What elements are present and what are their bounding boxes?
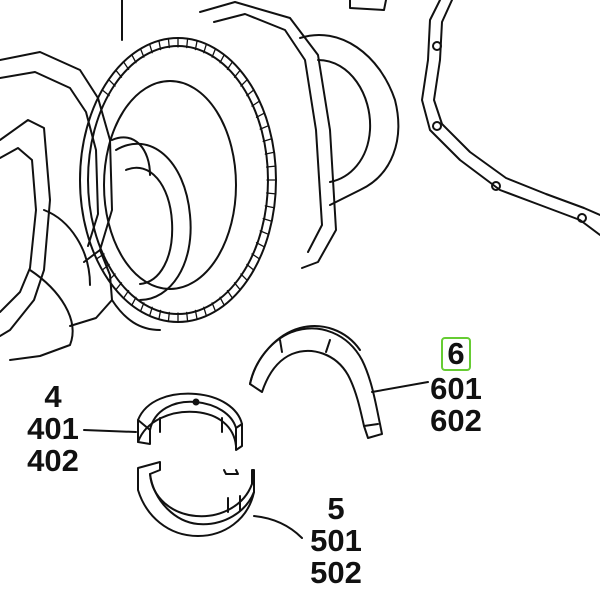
gear-tooth [131,296,137,306]
gear-tooth [246,263,255,271]
gear-tooth [122,61,130,71]
gear-tooth [233,282,241,291]
gear-tooth [194,40,198,51]
leader-line-4 [83,429,137,433]
gear-tooth [167,38,170,49]
callout-5-sub-1: 501 [310,523,362,558]
gear-tooth [211,48,217,58]
callout-part-6[interactable]: 6 601 602 [422,337,490,437]
gear-tooth [251,100,261,107]
gear-teeth [95,37,277,323]
callout-4-sub-1: 401 [27,411,79,446]
callout-part-5: 5 501 502 [300,493,372,589]
leader-line-6 [371,381,429,393]
gasket-hole [491,181,501,191]
callout-5-main: 5 [327,491,345,526]
gasket [349,0,600,236]
gear-tooth [167,311,170,322]
gear-tooth [262,138,273,143]
gear-tooth [115,69,123,78]
gear-tooth [122,289,130,299]
gasket-hole [432,121,442,131]
gear-tooth [101,263,110,271]
gear-tooth [139,48,145,58]
gear-tooth [262,217,273,222]
gear-tooth [219,296,225,306]
thrust-washer-6 [249,325,383,439]
gasket-hole [577,213,587,223]
callout-4-main: 4 [44,379,62,414]
gear-tooth [148,306,153,317]
gear-tooth [259,230,270,235]
gear-tooth [101,89,110,97]
gear-tooth [139,302,145,312]
gear-tooth [255,242,266,248]
bearing-shell-4 [137,392,243,451]
gear-tooth [240,78,248,87]
gasket-hole [432,41,442,51]
gear-tooth [186,311,189,322]
callout-4-sub-2: 402 [27,443,79,478]
gear-tooth [158,40,162,51]
crankshaft [0,0,400,361]
gear-tooth [115,282,123,291]
callout-6-main[interactable]: 6 [441,337,471,371]
gear-tooth [203,306,208,317]
callout-6-sub-2: 602 [430,403,482,438]
gear-tooth [186,38,189,49]
gear-tooth [240,273,248,282]
leader-line-5 [253,515,303,539]
gear-tooth [219,54,225,64]
gear-tooth [264,205,275,209]
leader-lines [83,381,429,539]
gear-tooth [265,192,277,195]
gear-tooth [226,289,234,299]
gear-tooth [194,309,198,320]
gear-tooth [158,309,162,320]
gear-tooth [255,112,266,118]
callout-part-4: 4 401 402 [20,381,86,477]
gear-tooth [265,165,277,168]
gear-tooth [233,69,241,78]
gear-tooth [251,253,261,260]
gear-tooth [259,125,270,130]
gear-tooth [203,43,208,54]
callout-6-sub-1: 601 [430,371,482,406]
gear-tooth [226,61,234,71]
gear-tooth [148,43,153,54]
gear-tooth [246,89,255,97]
gear-tooth [264,151,275,155]
gear-tooth [108,78,116,87]
bearing-shell-5 [137,461,255,537]
gear-tooth [131,54,137,64]
gear-tooth [211,302,217,312]
callout-5-sub-2: 502 [310,555,362,590]
